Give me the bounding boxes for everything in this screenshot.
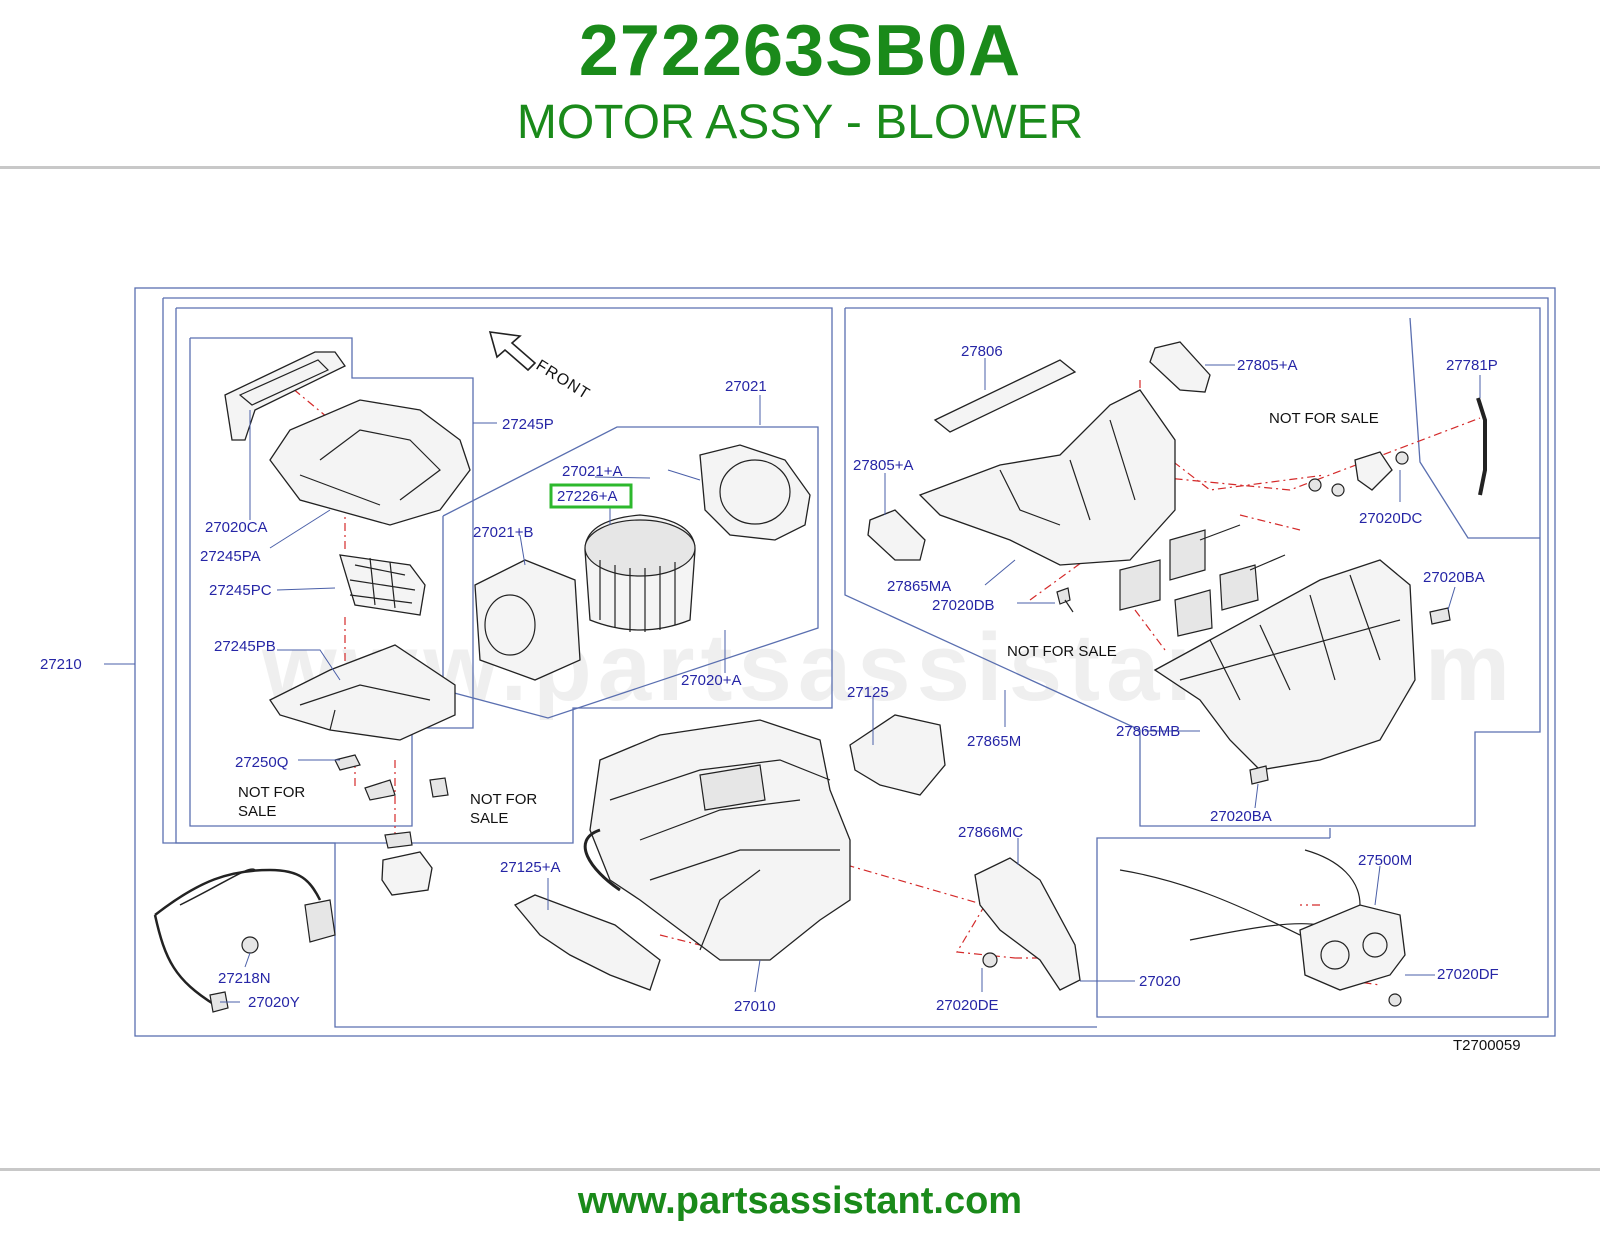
callout-labels: 27210 27245P 27020CA 27245PA 27245PC 272… (40, 343, 1499, 1015)
front-label: FRONT (533, 357, 593, 403)
callout-27781P: 27781P (1446, 357, 1498, 374)
component-heater-case-27865MB (1153, 559, 1416, 771)
callout-27020: 27020 (1139, 973, 1181, 990)
component-actuator-motor (381, 851, 433, 896)
callout-27020Y: 27020Y (248, 994, 300, 1011)
header-divider (0, 166, 1600, 169)
nfs2-line2: SALE (470, 810, 508, 827)
footer-url[interactable]: www.partsassistant.com (577, 1180, 1023, 1222)
callout-27021: 27021 (725, 378, 767, 395)
callout-27218N: 27218N (218, 970, 271, 987)
callout-27021A: 27021+A (562, 463, 622, 480)
component-hvac-main-27010 (583, 719, 851, 961)
not-for-sale-labels: NOT FOR SALE NOT FOR SALE NOT FOR SALE N… (238, 410, 1379, 827)
callout-27125A: 27125+A (500, 859, 560, 876)
component-duct-27865MA (918, 389, 1176, 566)
component-clips-27020BA (1249, 607, 1451, 785)
part-number-title: 272263SB0A (578, 11, 1022, 91)
callout-27806: 27806 (961, 343, 1003, 360)
callout-27226A: 27226+A (557, 488, 617, 505)
component-control-27500M (1119, 849, 1406, 1007)
component-gasket-27805A-top (1149, 341, 1211, 393)
callout-27245PA: 27245PA (200, 548, 261, 565)
drawing-code: T2700059 (1453, 1037, 1521, 1054)
nfs1-line2: SALE (238, 803, 276, 820)
component-gasket-27805A-left (867, 509, 926, 561)
footer-divider (0, 1168, 1600, 1171)
component-duct-27866MC (974, 857, 1081, 991)
callout-27020BA-bottom: 27020BA (1210, 808, 1272, 825)
component-seal-27781P (1476, 397, 1487, 496)
callout-27865M: 27865M (967, 733, 1021, 750)
callout-27245PB: 27245PB (214, 638, 276, 655)
callout-27125: 27125 (847, 684, 889, 701)
component-intake-housing (269, 399, 471, 526)
callout-27020DF: 27020DF (1437, 966, 1499, 983)
diagram-frames (134, 287, 1556, 1037)
component-duct-27125 (849, 714, 946, 796)
callout-27020DE: 27020DE (936, 997, 999, 1014)
callout-27020CA: 27020CA (205, 519, 268, 536)
component-filter-27806 (933, 359, 1077, 433)
component-blower-scroll-27021 (699, 444, 811, 541)
component-duct-27125A (513, 894, 661, 991)
callout-27020A: 27020+A (681, 672, 741, 689)
callout-27805A-top: 27805+A (1237, 357, 1297, 374)
leader-lines (104, 358, 1481, 1003)
component-intake-gasket (224, 351, 346, 441)
front-arrow-icon: FRONT (488, 331, 593, 403)
nfs4: NOT FOR SALE (1007, 643, 1117, 660)
component-filter-27245PC (339, 554, 426, 616)
nfs3: NOT FOR SALE (1269, 410, 1379, 427)
callout-27010: 27010 (734, 998, 776, 1015)
callout-27020BA-right: 27020BA (1423, 569, 1485, 586)
callout-27250Q: 27250Q (235, 754, 288, 771)
component-case-27245PB (269, 644, 456, 741)
callout-27021B: 27021+B (473, 524, 533, 541)
callout-27805A-left: 27805+A (853, 457, 913, 474)
component-harness-27218N (153, 868, 336, 1013)
component-blower-fan-27226 (584, 514, 696, 632)
component-clips-27020DC (1308, 451, 1409, 497)
callout-27865MA: 27865MA (887, 578, 951, 595)
nfs1-line1: NOT FOR (238, 784, 305, 801)
callout-27865MB: 27865MB (1116, 723, 1180, 740)
highlight-box (549, 483, 633, 509)
component-screw-27020DB (1056, 587, 1074, 613)
callout-27210: 27210 (40, 656, 82, 673)
part-name-subtitle: MOTOR ASSY - BLOWER (516, 96, 1084, 149)
component-actuator-small (334, 754, 449, 849)
callout-27020DB: 27020DB (932, 597, 995, 614)
callout-27020DC: 27020DC (1359, 510, 1423, 527)
component-blower-lower-case-27021B (474, 559, 581, 681)
callout-27866MC: 27866MC (958, 824, 1023, 841)
component-doors (1119, 524, 1286, 637)
callout-27500M: 27500M (1358, 852, 1412, 869)
callout-27245PC: 27245PC (209, 582, 272, 599)
nfs2-line1: NOT FOR (470, 791, 537, 808)
callout-27245P: 27245P (502, 416, 554, 433)
component-screw-27020DE (982, 952, 998, 968)
